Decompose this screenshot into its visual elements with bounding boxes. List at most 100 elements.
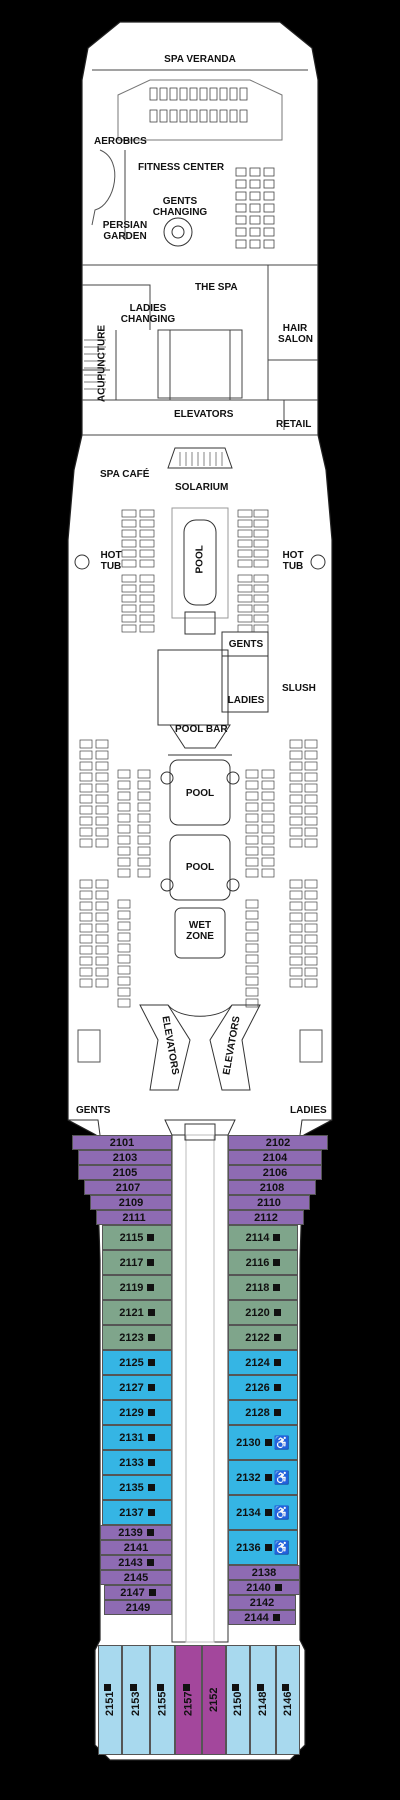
cabin-2127[interactable]: 2127 [102, 1375, 172, 1400]
cabin-2151[interactable]: 2151 [98, 1645, 122, 1755]
label-gents-aft: GENTS [76, 1105, 111, 1116]
square-marker-icon [273, 1234, 281, 1241]
cabin-2149[interactable]: 2149 [104, 1600, 172, 1615]
square-marker-icon [147, 1334, 155, 1341]
label-pool-bar: POOL BAR [175, 724, 228, 735]
cabin-2103[interactable]: 2103 [78, 1150, 172, 1165]
cabin-number: 2126 [245, 1381, 270, 1394]
cabin-2155[interactable]: 2155 [150, 1645, 175, 1755]
cabin-2152[interactable]: 2152 [202, 1645, 226, 1755]
label-pool-1: POOL [185, 788, 215, 799]
cabin-2136[interactable]: 2136♿ [228, 1530, 298, 1565]
square-marker-icon [264, 1509, 272, 1516]
cabin-2139[interactable]: 2139 [100, 1525, 172, 1540]
cabin-2112[interactable]: 2112 [228, 1210, 304, 1225]
label-persian-garden: PERSIAN GARDEN [102, 220, 148, 242]
cabin-2133[interactable]: 2133 [102, 1450, 172, 1475]
cabin-2108[interactable]: 2108 [228, 1180, 316, 1195]
label-pool-2: POOL [185, 862, 215, 873]
cabin-2106[interactable]: 2106 [228, 1165, 322, 1180]
label-spa-cafe: SPA CAFÉ [100, 469, 150, 480]
label-hot-tub-right: HOT TUB [282, 550, 304, 572]
label-gents-changing: GENTS CHANGING [152, 196, 208, 218]
label-pool-solarium: POOL [194, 545, 206, 574]
label-ladies-mid: LADIES [227, 695, 265, 706]
cabin-2109[interactable]: 2109 [90, 1195, 172, 1210]
cabin-2126[interactable]: 2126 [228, 1375, 298, 1400]
cabin-2120[interactable]: 2120 [228, 1300, 298, 1325]
wheelchair-icon: ♿ [273, 1539, 290, 1555]
cabin-2153[interactable]: 2153 [122, 1645, 150, 1755]
cabin-2117[interactable]: 2117 [102, 1250, 172, 1275]
square-marker-icon [147, 1384, 155, 1391]
square-marker-icon [157, 1684, 164, 1692]
cabin-2124[interactable]: 2124 [228, 1350, 298, 1375]
cabin-2138[interactable]: 2138 [228, 1565, 300, 1580]
cabin-number: 2147 [120, 1586, 145, 1599]
cabin-2143[interactable]: 2143 [100, 1555, 172, 1570]
cabin-2115[interactable]: 2115 [102, 1225, 172, 1250]
cabin-2119[interactable]: 2119 [102, 1275, 172, 1300]
cabin-2116[interactable]: 2116 [228, 1250, 298, 1275]
cabin-2107[interactable]: 2107 [84, 1180, 172, 1195]
cabin-2148[interactable]: 2148 [250, 1645, 276, 1755]
cabin-2102[interactable]: 2102 [228, 1135, 328, 1150]
cabin-number: 2108 [259, 1181, 285, 1194]
cabin-number: 2134 [236, 1506, 261, 1519]
cabin-2157[interactable]: 2157 [175, 1645, 202, 1755]
cabin-2134[interactable]: 2134♿ [228, 1495, 298, 1530]
square-marker-icon [147, 1409, 155, 1416]
label-wet-zone: WET ZONE [186, 920, 214, 942]
cabin-number: 2103 [112, 1151, 138, 1164]
cabin-2147[interactable]: 2147 [104, 1585, 172, 1600]
label-the-spa: THE SPA [195, 282, 238, 293]
cabin-2105[interactable]: 2105 [78, 1165, 172, 1180]
cabin-2145[interactable]: 2145 [100, 1570, 172, 1585]
cabin-2128[interactable]: 2128 [228, 1400, 298, 1425]
cabin-2110[interactable]: 2110 [228, 1195, 310, 1210]
square-marker-icon [273, 1259, 281, 1266]
cabin-2101[interactable]: 2101 [72, 1135, 172, 1150]
label-slush: SLUSH [282, 683, 316, 694]
cabin-number: 2135 [119, 1481, 144, 1494]
cabin-2135[interactable]: 2135 [102, 1475, 172, 1500]
cabin-number: 2106 [262, 1166, 288, 1179]
cabin-number: 2153 [130, 1691, 142, 1716]
cabin-2146[interactable]: 2146 [276, 1645, 300, 1755]
cabin-2140[interactable]: 2140 [228, 1580, 300, 1595]
cabin-2137[interactable]: 2137 [102, 1500, 172, 1525]
cabin-number: 2117 [119, 1256, 144, 1269]
cabin-number: 2152 [208, 1687, 220, 1713]
label-ladies-aft: LADIES [290, 1105, 327, 1116]
cabin-2132[interactable]: 2132♿ [228, 1460, 298, 1495]
square-marker-icon [264, 1439, 272, 1446]
cabin-2122[interactable]: 2122 [228, 1325, 298, 1350]
cabin-number: 2112 [254, 1211, 278, 1224]
cabin-2111[interactable]: 2111 [96, 1210, 172, 1225]
cabin-number: 2157 [182, 1691, 195, 1716]
square-marker-icon [146, 1529, 154, 1536]
cabin-2104[interactable]: 2104 [228, 1150, 322, 1165]
square-marker-icon [257, 1684, 265, 1692]
label-elevators-forward: ELEVATORS [174, 409, 234, 420]
cabin-2123[interactable]: 2123 [102, 1325, 172, 1350]
cabin-2125[interactable]: 2125 [102, 1350, 172, 1375]
label-hot-tub-left: HOT TUB [100, 550, 122, 572]
cabin-2144[interactable]: 2144 [228, 1610, 296, 1625]
cabin-2130[interactable]: 2130♿ [228, 1425, 298, 1460]
cabin-number: 2115 [119, 1231, 144, 1244]
cabin-number: 2110 [257, 1196, 281, 1209]
cabin-2141[interactable]: 2141 [100, 1540, 172, 1555]
cabin-2131[interactable]: 2131 [102, 1425, 172, 1450]
cabin-2142[interactable]: 2142 [228, 1595, 296, 1610]
cabin-2118[interactable]: 2118 [228, 1275, 298, 1300]
cabin-2121[interactable]: 2121 [102, 1300, 172, 1325]
cabin-number: 2111 [122, 1211, 146, 1224]
cabin-number: 2114 [245, 1231, 270, 1244]
cabin-2150[interactable]: 2150 [226, 1645, 250, 1755]
label-retail: RETAIL [276, 419, 312, 430]
cabin-2114[interactable]: 2114 [228, 1225, 298, 1250]
square-marker-icon [147, 1509, 155, 1516]
cabin-2129[interactable]: 2129 [102, 1400, 172, 1425]
square-marker-icon [273, 1409, 281, 1416]
